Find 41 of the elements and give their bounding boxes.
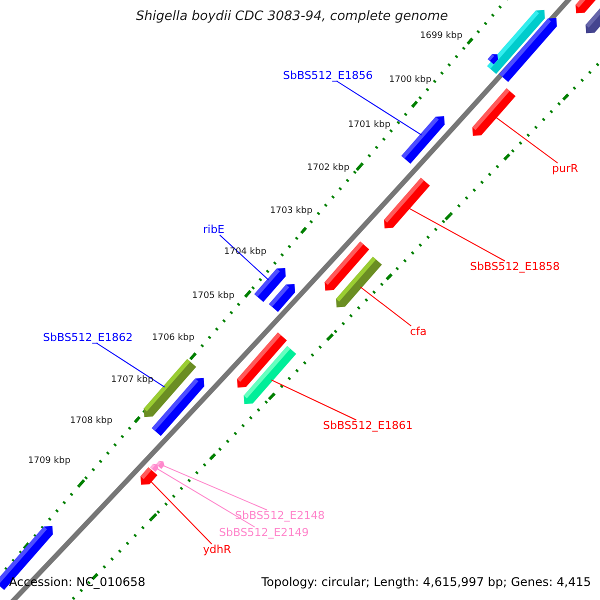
- title: Shigella boydii CDC 3083-94, complete genome: [136, 10, 448, 23]
- leader-line: [336, 80, 422, 136]
- gene-label: SbBS512_E1862: [43, 332, 133, 343]
- scale-label: 1700 kbp: [389, 76, 432, 85]
- gene-label: SbBS512_E1856: [283, 70, 373, 81]
- leader-line: [494, 116, 558, 164]
- leader-line: [156, 468, 256, 528]
- leader-line: [219, 234, 270, 281]
- gene-label: ydhR: [203, 544, 232, 555]
- gene-feature: [472, 88, 516, 136]
- gene-feature: [140, 467, 158, 485]
- gene-label: SbBS512_E1861: [323, 420, 413, 431]
- leader-line: [96, 342, 166, 388]
- leader-line: [408, 207, 506, 262]
- scale-label: 1703 kbp: [270, 207, 312, 216]
- scale-label: 1702 kbp: [307, 164, 350, 173]
- gene-feature: [254, 268, 286, 302]
- gene-feature: [384, 178, 430, 228]
- scale-label: 1701 kbp: [348, 121, 390, 130]
- leader-line: [150, 480, 212, 544]
- scale-label: 1708 kbp: [70, 417, 112, 426]
- scale-label: 1707 kbp: [111, 376, 154, 385]
- gene-label: ribE: [203, 224, 225, 235]
- scale-label: 1705 kbp: [192, 292, 234, 301]
- leader-line: [162, 464, 268, 510]
- leader-line: [270, 379, 357, 420]
- scale-label: 1706 kbp: [152, 334, 194, 343]
- gene-feature: [401, 116, 445, 164]
- gene-label: cfa: [410, 326, 427, 337]
- gene-label: SbBS512_E2149: [219, 527, 309, 538]
- gene-feature: [150, 464, 158, 472]
- scale-label: 1709 kbp: [28, 457, 70, 466]
- gene-feature: [244, 346, 296, 404]
- leader-line: [360, 286, 412, 326]
- genome-summary-text: Topology: circular; Length: 4,615,997 bp; Genes: 4,415: [261, 576, 591, 588]
- gene-label: purR: [552, 163, 578, 174]
- gene-label: SbBS512_E1858: [470, 261, 560, 272]
- scale-label: 1699 kbp: [420, 32, 462, 41]
- gene-feature: [336, 256, 382, 308]
- gene-label: SbBS512_E2148: [235, 510, 325, 521]
- accession-text: Accession: NC_010658: [9, 576, 146, 588]
